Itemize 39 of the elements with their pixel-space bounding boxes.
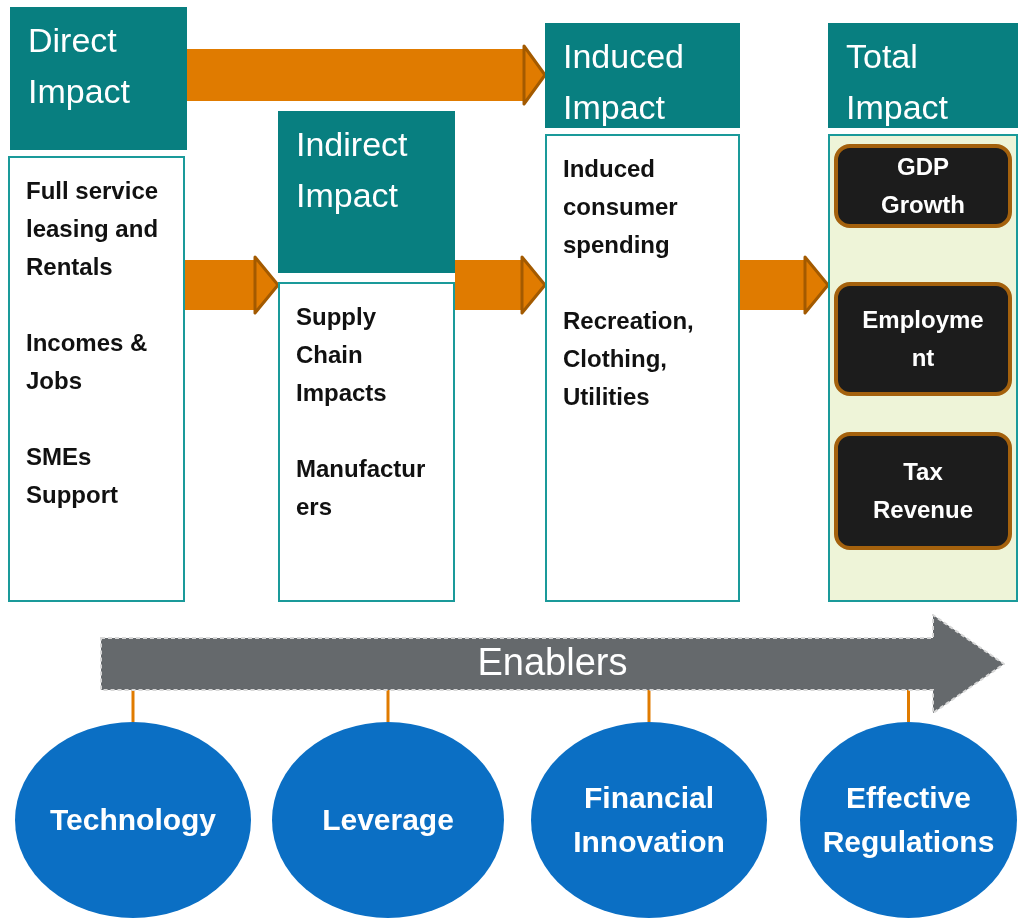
content-box [8, 156, 185, 602]
impact-item: Incomes & Jobs [26, 328, 149, 396]
connector-line [131, 690, 135, 722]
heading-box [545, 23, 740, 128]
impact-item: SMEs Support [26, 442, 119, 510]
impact-metric: Employment [861, 305, 985, 373]
connector-line [386, 690, 390, 722]
block-arrow [455, 255, 547, 315]
section-heading: Total Impact [846, 36, 950, 128]
metric-box [834, 144, 1012, 228]
section-heading: Direct Impact [28, 20, 132, 112]
metric-box [834, 432, 1012, 550]
content-box [545, 134, 740, 602]
enabler-label: Technology [49, 802, 217, 838]
section-heading: Indirect Impact [296, 124, 409, 216]
content-box [278, 282, 455, 602]
heading-box [278, 111, 455, 273]
impact-item: Recreation, Clothing, Utilities [563, 306, 695, 412]
block-arrow [185, 255, 280, 315]
heading-box [10, 7, 187, 150]
metric-box [834, 282, 1012, 396]
connector-line [907, 690, 910, 722]
heading-box [828, 23, 1018, 128]
enabler-label: Effective Regulations [821, 780, 996, 860]
section-heading: Induced Impact [563, 36, 685, 128]
impact-metric: GDP Growth [880, 152, 966, 220]
impact-metric: Tax Revenue [871, 457, 974, 525]
impact-item: Full service leasing and Rentals [26, 176, 159, 282]
arrow-label: Enablers [477, 640, 628, 685]
impact-item: Induced consumer spending [563, 154, 679, 260]
block-arrow [187, 44, 547, 106]
enabler-label: Financial Innovation [572, 780, 726, 860]
enabler-label: Leverage [322, 802, 454, 838]
block-arrow [740, 255, 830, 315]
total-panel [828, 134, 1018, 602]
connector-line [647, 690, 651, 722]
impact-item: Supply Chain Impacts [296, 302, 388, 408]
enablers-arrow [100, 614, 1005, 714]
impact-item: Manufacturers [296, 454, 427, 522]
